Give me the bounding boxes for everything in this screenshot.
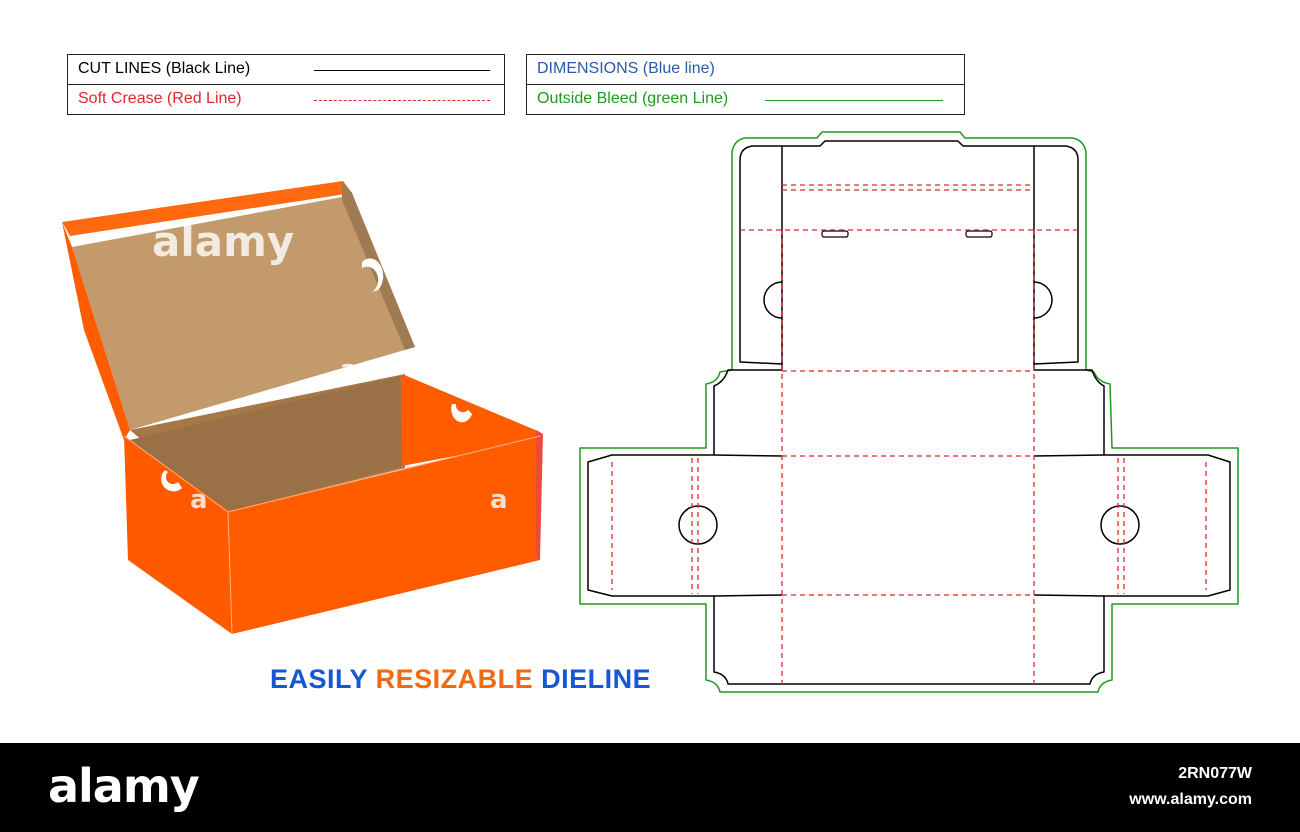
- bleed-line-sample: [765, 100, 943, 101]
- footer-image-id: 2RN077W: [1178, 765, 1252, 782]
- cut-left-flap-top: [713, 454, 783, 457]
- cut-right-flap-top: [1033, 454, 1105, 457]
- legend-dimension-bleed: DIMENSIONS (Blue line) Outside Bleed (gr…: [526, 54, 965, 115]
- legend-cut-crease: CUT LINES (Black Line) Soft Crease (Red …: [67, 54, 505, 115]
- box-lid-inner: [72, 197, 415, 430]
- box-notch-right: [451, 404, 472, 423]
- legend-row-cut: CUT LINES (Black Line): [68, 55, 504, 85]
- legend-cut-label: CUT LINES (Black Line): [78, 60, 251, 77]
- box-lid-notch: [362, 258, 384, 292]
- box-right-rim: [536, 430, 543, 560]
- box-lid-outer: [62, 181, 352, 236]
- cut-line-sample: [314, 70, 490, 71]
- box-left-face: [124, 436, 232, 634]
- footer-url[interactable]: www.alamy.com: [1129, 791, 1252, 808]
- box-inner-right-wall: [402, 374, 540, 466]
- cut-slot-right: [965, 230, 993, 238]
- cut-left-flap-bottom: [713, 594, 783, 597]
- legend-dimension-label: DIMENSIONS (Blue line): [537, 60, 715, 77]
- dieline-cut-outline: [587, 140, 1231, 685]
- watermark-a-1: a: [340, 355, 358, 385]
- box-front-edge: [227, 511, 233, 635]
- dieline-bleed-outline: [579, 131, 1239, 693]
- box-lid-left-flap: [62, 222, 130, 440]
- box-inner-floor: [130, 376, 402, 512]
- cut-hole-right: [1100, 505, 1140, 545]
- shoe-box-3d: [62, 181, 543, 635]
- legend-crease-label: Soft Crease (Red Line): [78, 90, 242, 107]
- legend-row-bleed: Outside Bleed (green Line): [527, 85, 964, 115]
- tagline: EASILY RESIZABLE DIELINE: [270, 664, 651, 695]
- box-front-face: [224, 436, 540, 634]
- cut-right-flap-bottom: [1033, 594, 1105, 597]
- cut-notch-right: [1033, 281, 1053, 319]
- footer-logo[interactable]: alamy: [48, 759, 200, 813]
- box-notch-left: [161, 470, 182, 492]
- watermark-a-2: a: [190, 485, 208, 515]
- legend-row-crease: Soft Crease (Red Line): [68, 85, 504, 115]
- watermark-a-3: a: [490, 485, 508, 515]
- tagline-word-resizable: RESIZABLE: [375, 664, 534, 694]
- watermark-alamy: alamy: [152, 217, 294, 266]
- tagline-word-easily: EASILY: [270, 664, 368, 694]
- dieline: [579, 131, 1239, 693]
- crease-line-sample: [314, 100, 490, 101]
- cut-slot-left: [821, 230, 849, 238]
- crease-lines: [611, 184, 1207, 684]
- footer-bar: alamy 2RN077W www.alamy.com: [0, 743, 1300, 832]
- illustration-canvas: alamy a a a: [62, 131, 1239, 693]
- tagline-word-dieline: DIELINE: [541, 664, 652, 694]
- legend-row-dimension: DIMENSIONS (Blue line): [527, 55, 964, 85]
- cut-notch-left: [763, 281, 783, 319]
- legend-bleed-label: Outside Bleed (green Line): [537, 90, 729, 107]
